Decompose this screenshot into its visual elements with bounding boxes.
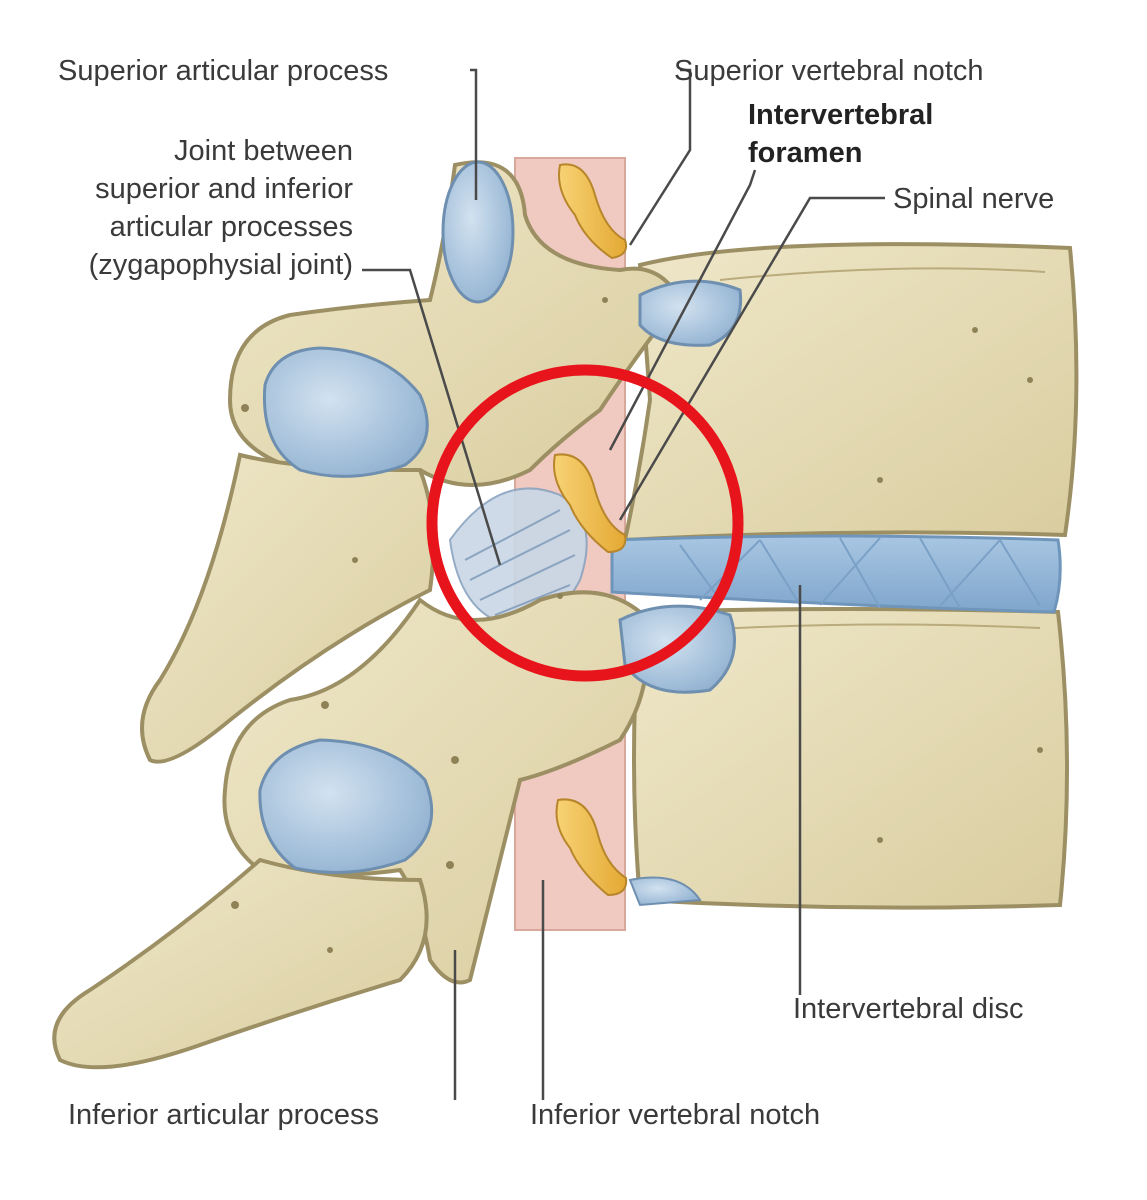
- label-superior-articular-process: Superior articular process: [58, 55, 389, 87]
- label-spinal-nerve: Spinal nerve: [893, 183, 1055, 215]
- label-zygapophysial-joint: Joint between superior and inferior arti…: [89, 132, 353, 284]
- upper-vertebra-arch: [140, 160, 743, 764]
- highlight-circle: [426, 364, 744, 682]
- lower-vertebral-body: [632, 607, 1070, 910]
- spinal-nerves: [553, 163, 628, 897]
- label-superior-vertebral-notch: Superior vertebral notch: [674, 55, 984, 87]
- label-joint-line1: Joint between: [174, 135, 353, 167]
- label-intervertebral-disc: Intervertebral disc: [793, 993, 1024, 1025]
- label-inferior-articular-process: Inferior articular process: [68, 1099, 380, 1131]
- bone-texture: [231, 297, 1043, 953]
- label-intervertebral-foramen-line1: Intervertebral: [748, 99, 934, 131]
- label-joint-line4: (zygapophysial joint): [88, 249, 353, 281]
- label-joint-line2: superior and inferior: [95, 173, 353, 205]
- label-joint-line3: articular processes: [109, 211, 353, 243]
- label-inferior-vertebral-notch: Inferior vertebral notch: [530, 1099, 821, 1131]
- label-intervertebral-foramen: Intervertebral foramen: [748, 96, 933, 172]
- lower-vertebra-arch: [52, 590, 736, 1070]
- label-intervertebral-foramen-line2: foramen: [748, 137, 863, 169]
- intervertebral-disc-shape: [610, 534, 1062, 614]
- zygapophysial-joint-shape: [448, 487, 588, 627]
